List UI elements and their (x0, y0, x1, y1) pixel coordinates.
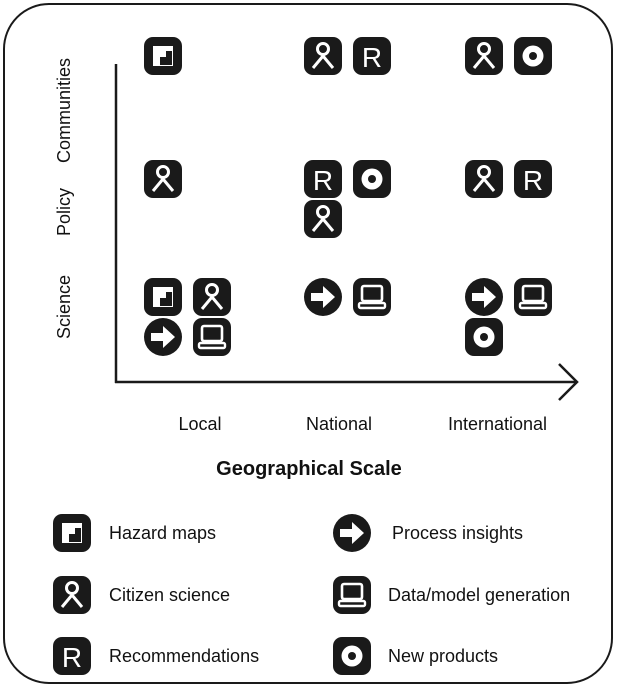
new-products-icon (353, 160, 391, 198)
hazard-maps-icon (144, 37, 182, 75)
svg-text:R: R (62, 642, 82, 673)
citizen-science-icon (304, 200, 342, 238)
x-label-local: Local (178, 414, 222, 434)
citizen-science-icon (193, 278, 231, 316)
legend-label: Citizen science (109, 585, 231, 605)
x-axis-title: Geographical Scale (216, 458, 402, 480)
process-insights-icon (144, 318, 182, 356)
citizen-science-icon (465, 160, 503, 198)
diagram-frame (3, 3, 613, 684)
data-model-generation-icon (514, 278, 552, 316)
hazard-maps-icon (144, 278, 182, 316)
data-model-generation-icon (193, 318, 231, 356)
process-insights-icon (465, 278, 503, 316)
y-label-policy: Policy (54, 187, 74, 236)
citizen-science-icon (465, 37, 503, 75)
legend-label: New products (388, 646, 499, 666)
hazard-maps-icon (53, 514, 91, 552)
citizen-science-icon (53, 576, 91, 614)
citizen-science-icon (304, 37, 342, 75)
process-insights-icon (333, 514, 371, 552)
x-label-international: International (447, 414, 548, 434)
data-model-generation-icon (333, 576, 371, 614)
x-axis-arrowhead (558, 363, 579, 401)
recommendations-icon: R (304, 160, 342, 198)
svg-text:R: R (362, 42, 382, 73)
svg-text:R: R (313, 165, 333, 196)
citizen-science-icon (144, 160, 182, 198)
y-label-communities: Communities (54, 57, 74, 163)
y-label-science: Science (54, 274, 74, 339)
legend-label: Process insights (392, 523, 524, 543)
recommendations-icon: R (353, 37, 391, 75)
new-products-icon (514, 37, 552, 75)
recommendations-icon: R (514, 160, 552, 198)
legend-label: Hazard maps (109, 523, 217, 543)
new-products-icon (333, 637, 371, 675)
data-model-generation-icon (353, 278, 391, 316)
svg-text:R: R (523, 165, 543, 196)
recommendations-icon: R (53, 637, 91, 675)
x-label-national: National (305, 414, 373, 434)
legend-label: Data/model generation (388, 585, 571, 605)
legend-label: Recommendations (109, 646, 260, 666)
process-insights-icon (304, 278, 342, 316)
new-products-icon (465, 318, 503, 356)
